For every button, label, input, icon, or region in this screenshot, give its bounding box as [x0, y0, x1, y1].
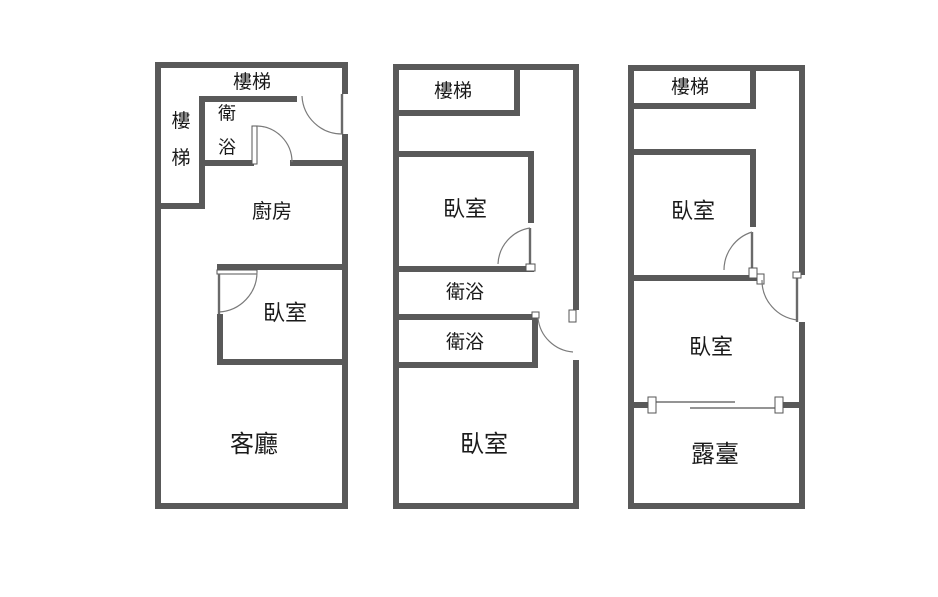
floor-3-wall-left [628, 65, 634, 509]
floor-3-wall-stairs-bottom [628, 103, 756, 109]
floor-1-wall-bath-bottom-right [290, 160, 348, 166]
floor-3-bedroom-upper-label: 臥室 [671, 200, 715, 225]
floor-1-stairs-side-label-b: 梯 [171, 147, 190, 169]
floor-1-wall-stairs-top [199, 96, 297, 102]
floor-2-wall-left [393, 64, 399, 509]
floor-3-wall-bedroom-bottom [628, 275, 761, 281]
floor-1-bedroom-label: 臥室 [263, 302, 307, 327]
floor-1-kitchen-label: 廚房 [252, 199, 292, 223]
floor-3-wall-right-upper [799, 65, 805, 275]
floor-2-wall-right-lower [573, 360, 579, 509]
floor-2-bath-door [531, 309, 577, 353]
floor-2-wall-right-upper [573, 64, 579, 310]
floor-3-plan: 樓梯 臥室 臥室 露臺 [628, 65, 805, 509]
floor-2-plan: 樓梯 臥室 衛浴 衛浴 臥室 [393, 64, 579, 509]
floor-1-wall-bedroom-bottom [217, 359, 348, 365]
floor-1-bedroom-door [216, 269, 258, 314]
floor-3-terrace-label: 露臺 [691, 440, 739, 468]
floor-2-bedroom-lower-label: 臥室 [460, 430, 508, 458]
floor-3-wall-stairs-right [750, 65, 756, 109]
floor-1-wall-bedroom-left [217, 314, 223, 364]
floor-2-bedroom-door [497, 227, 536, 272]
floor-3-bedroom-lower-label: 臥室 [689, 336, 733, 361]
floor-3-stairs-label: 樓梯 [671, 76, 709, 98]
floor-1-wall-stairs-right [199, 96, 205, 209]
floor-2-wall-bath-divider [393, 314, 536, 320]
floor-3-wall-top [628, 65, 805, 71]
floor-1-wall-bath-bottom [199, 160, 254, 166]
floor-2-wall-bottom [393, 503, 579, 509]
floor-2-wall-bedroom-top [393, 151, 534, 157]
floor-2-wall-bath-2-bottom [393, 362, 536, 368]
floor-2-wall-top [393, 64, 579, 70]
floor-3-sliding-door [647, 396, 784, 414]
floor-1-stairs-side-label-a: 樓 [171, 110, 190, 132]
floor-1-wall-stairs-bottom [155, 203, 205, 209]
floor-2-wall-stairs-right [514, 64, 520, 116]
floor-1-wall-right-upper [342, 62, 348, 94]
floor-3-wall-bedroom-top [628, 149, 756, 155]
floor-1-stairs-top-label: 樓梯 [233, 71, 271, 93]
floor-3-lower-bedroom-door [756, 271, 802, 322]
floor-2-wall-bath-1-top [393, 266, 534, 272]
floor-3-wall-bedroom-right [750, 149, 756, 227]
floor-1-wall-bedroom-top [217, 264, 348, 270]
floor-2-bedroom-upper-label: 臥室 [443, 198, 487, 223]
floor-1-wall-bottom [155, 503, 348, 509]
floor-1-wall-top [155, 62, 348, 68]
floor-2-stairs-label: 樓梯 [434, 80, 472, 102]
floor-2-bath-1-label: 衛浴 [446, 281, 484, 303]
floor-1-bath-door [251, 125, 293, 165]
floor-1-living-label: 客廳 [230, 430, 278, 458]
floor-2-wall-bath-2-right [532, 314, 538, 368]
floor-1-wall-left [155, 62, 161, 509]
floor-2-wall-stairs-bottom [393, 110, 520, 116]
floor-2-wall-bedroom-right [528, 151, 534, 223]
floor-3-wall-terrace-right [781, 402, 805, 408]
floor-1-entry-door [301, 94, 344, 135]
floor-3-bedroom-door [723, 231, 758, 279]
floor-2-bath-2-label: 衛浴 [446, 331, 484, 353]
floor-1-plan: 樓梯 樓 梯 衛 浴 廚房 臥室 客廳 [155, 62, 348, 509]
floor-3-wall-right-lower [799, 322, 805, 509]
floor-1-bath-label-b: 浴 [218, 138, 236, 159]
floor-1-wall-right-lower [342, 134, 348, 509]
floor-1-bath-label-a: 衛 [218, 104, 236, 125]
floor-3-wall-terrace-left [628, 402, 650, 408]
floor-3-wall-bottom [628, 503, 805, 509]
